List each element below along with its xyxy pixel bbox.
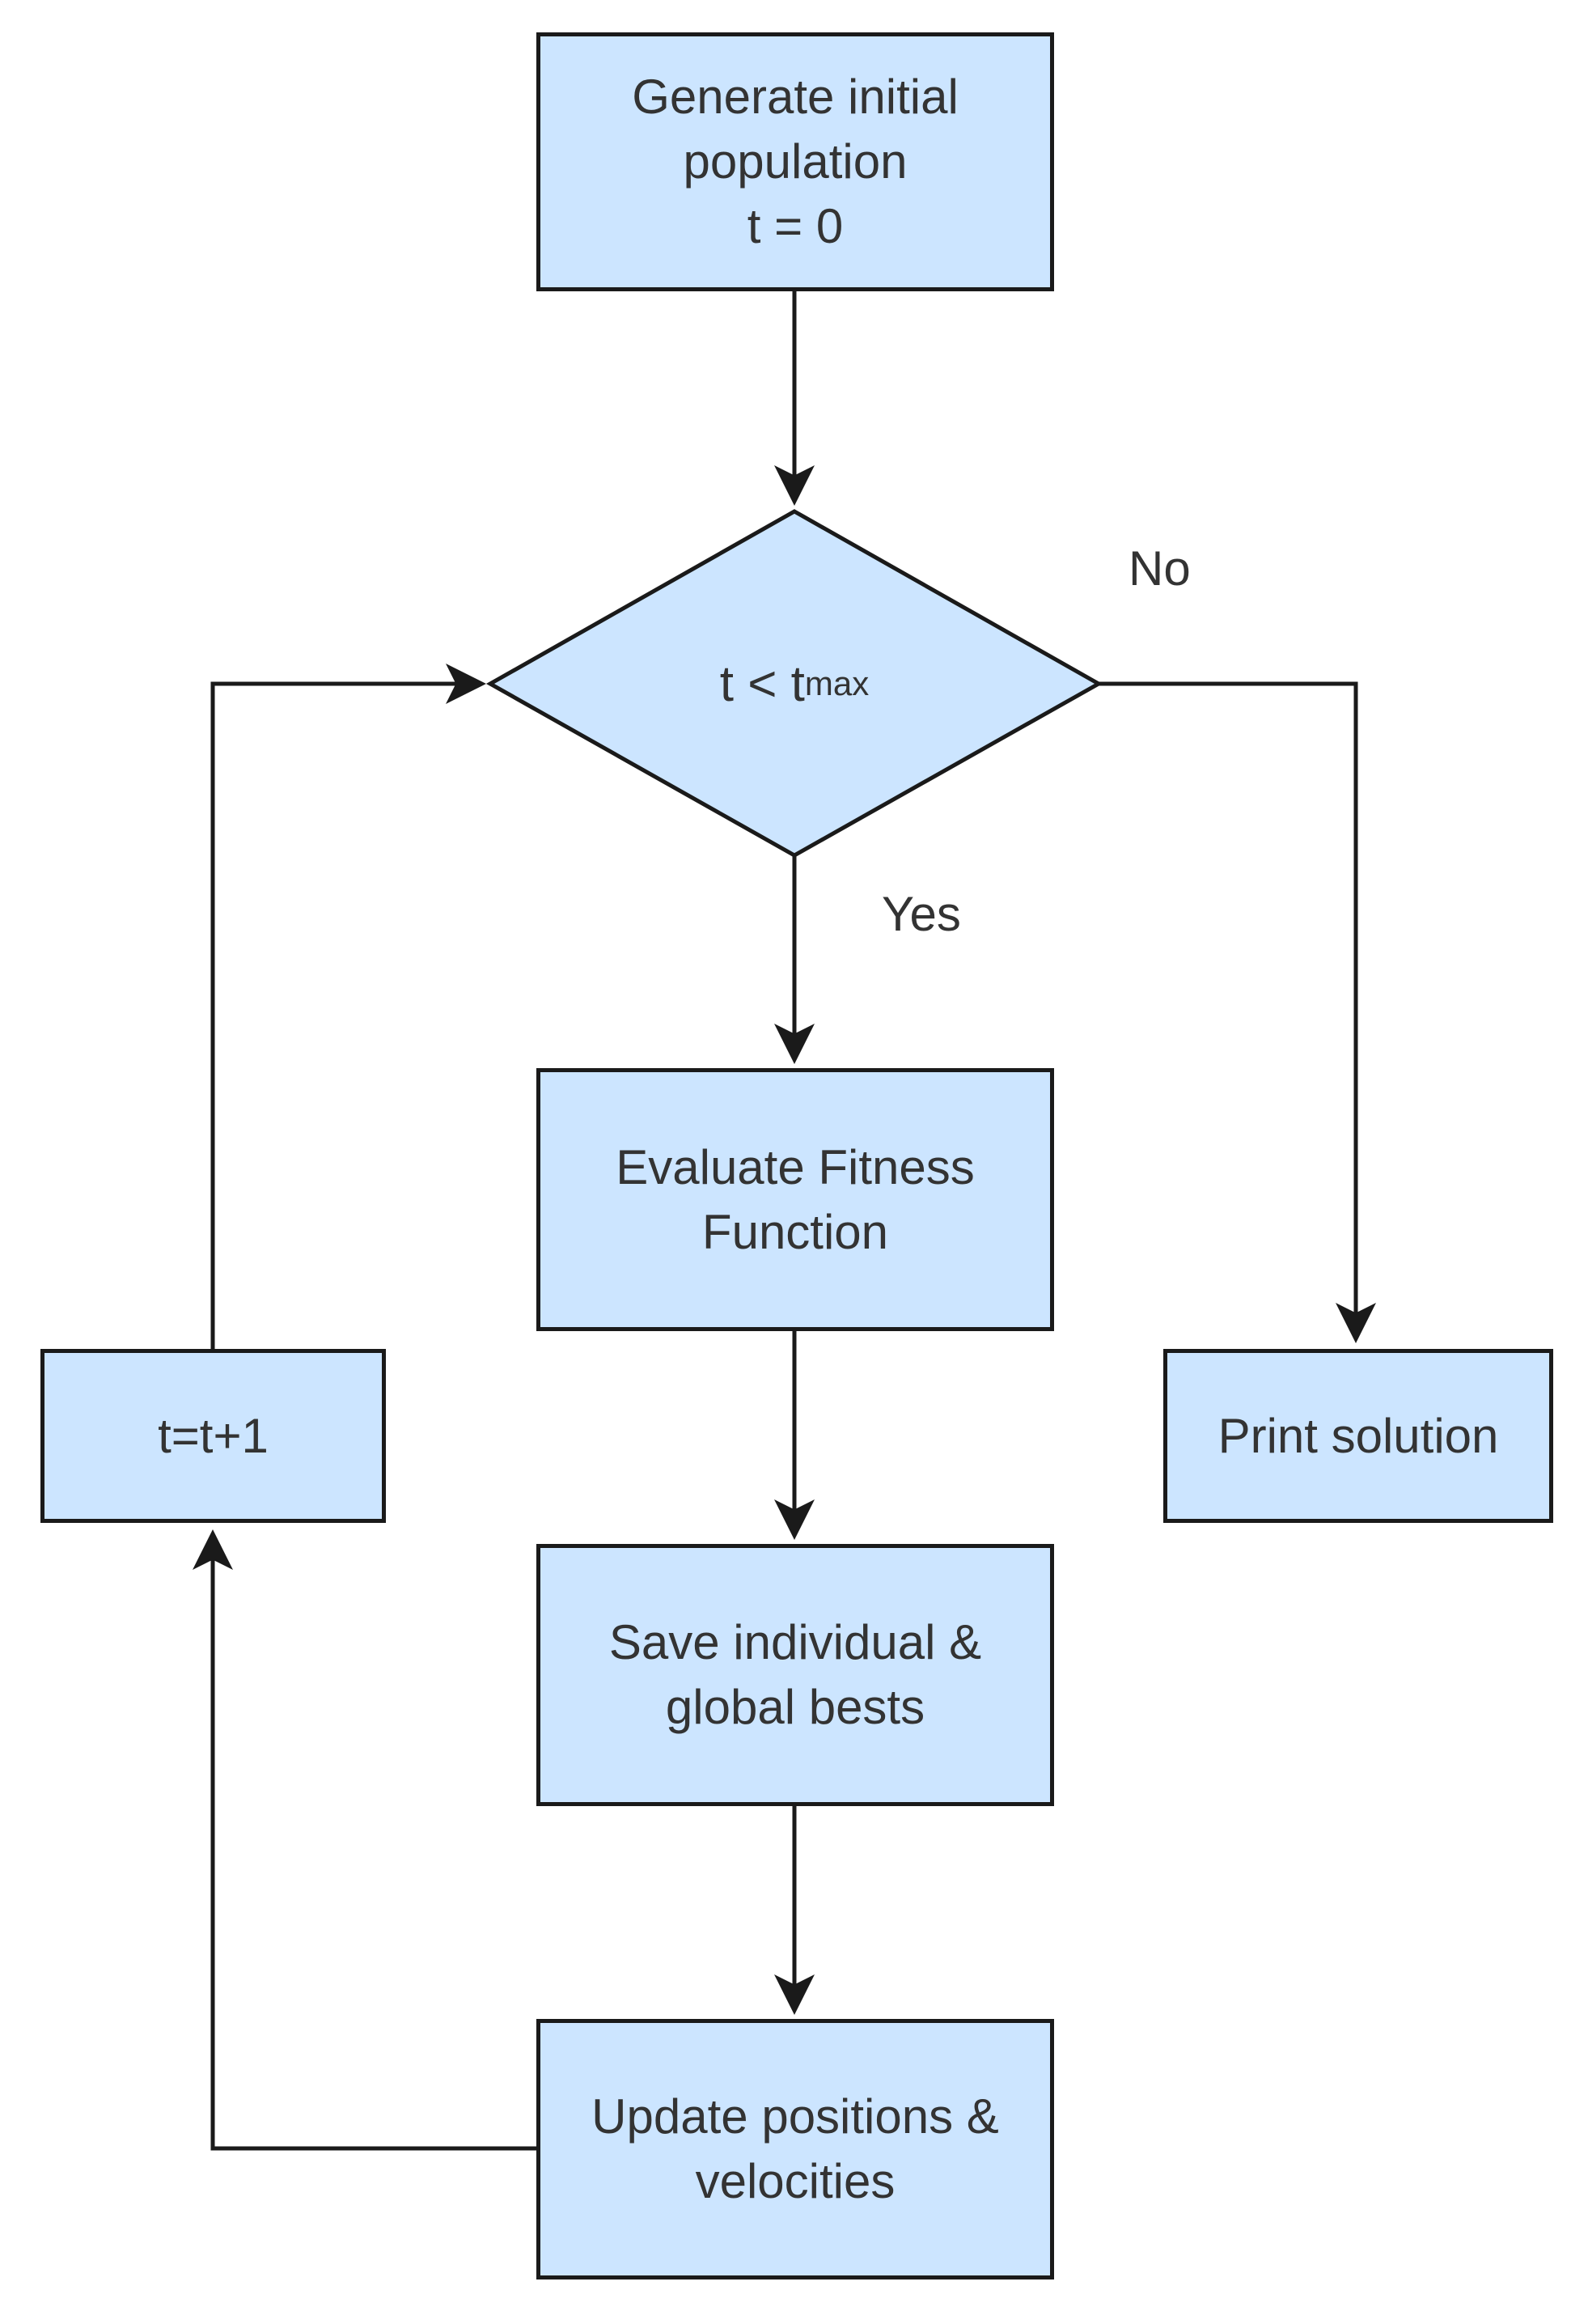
node-update-line2: velocities [695,2154,896,2208]
arrow-increment-to-decision [210,664,486,1349]
node-evaluate-fitness: Evaluate Fitness Function [536,1068,1054,1331]
edge-label-yes: Yes [882,887,961,941]
node-print-solution: Print solution [1163,1349,1553,1523]
node-evaluate-line2: Function [701,1204,889,1259]
node-print-text: Print solution [1217,1408,1499,1463]
decision-label-subscript: max [804,664,870,702]
node-generate-initial-population: Generate initial population t = 0 [536,32,1054,291]
node-init-line1: Generate initial [632,70,959,124]
node-update-line1: Update positions & [591,2089,999,2144]
arrow-update-to-increment [193,1529,536,2151]
node-update-positions: Update positions & velocities [536,2019,1054,2279]
node-evaluate-line1: Evaluate Fitness [616,1139,975,1194]
node-init-line2: population [683,134,908,189]
edge-label-no: No [1129,541,1191,596]
node-increment-t: t=t+1 [40,1349,386,1523]
node-save-line1: Save individual & [608,1615,982,1669]
decision-label-base: t < t [719,655,805,712]
node-init-line3: t = 0 [747,199,844,253]
node-save-line2: global bests [665,1680,925,1734]
arrow-decision-to-print [1099,681,1376,1343]
node-save-bests: Save individual & global bests [536,1544,1054,1806]
node-increment-text: t=t+1 [158,1408,269,1463]
